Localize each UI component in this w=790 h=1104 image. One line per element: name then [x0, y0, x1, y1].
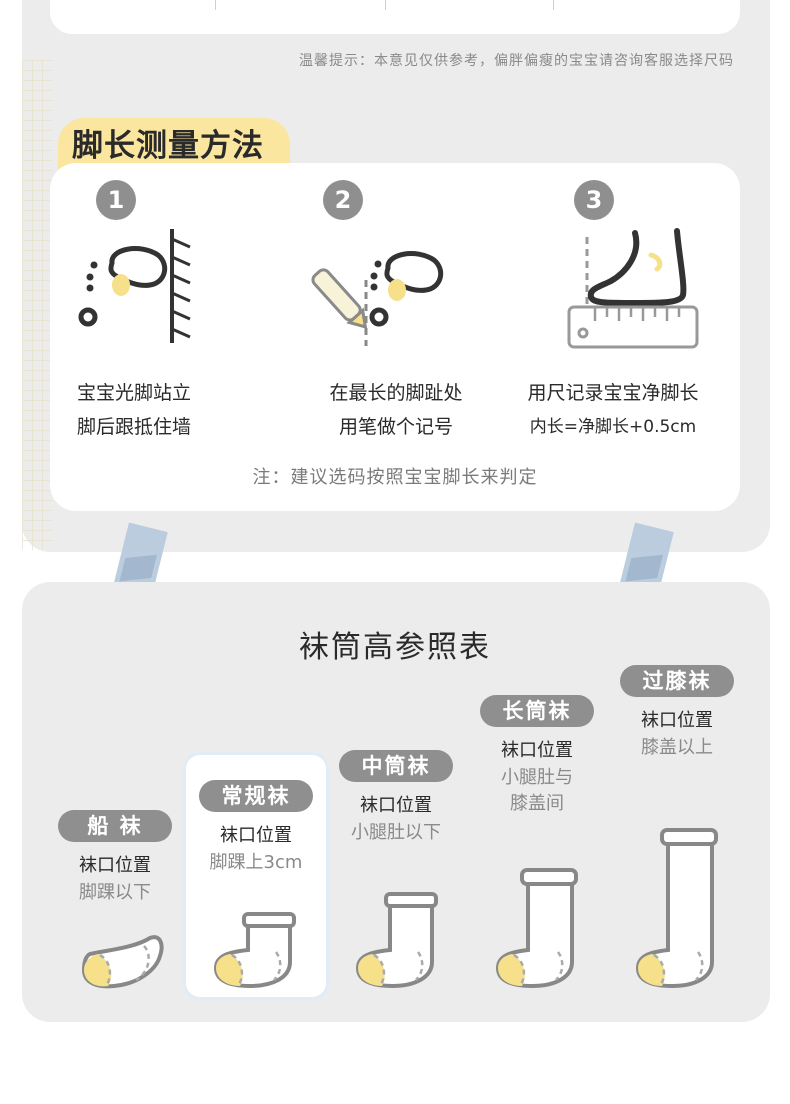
sock-cuff-desc: 膝盖以上 [641, 737, 713, 758]
size-table-card-bottom [50, 0, 740, 34]
sock-cuff-label: 袜口位置 [79, 855, 151, 876]
knee-high-sock-icon [495, 868, 578, 989]
section-title: 脚长测量方法 [72, 128, 264, 164]
sock-cuff-desc: 脚踝上3cm [209, 852, 303, 873]
sock-name-badge: 中筒袜 [339, 750, 453, 782]
step-3-line2: 内长=净脚长+0.5cm [529, 417, 697, 437]
step-3-text: 用尺记录宝宝净脚长 内长=净脚长+0.5cm [508, 376, 718, 444]
sock-type-boat: 船 袜 袜口位置 脚踝以下 [45, 810, 185, 906]
over-knee-sock-icon [635, 828, 718, 989]
ruler-measure-icon [567, 228, 699, 349]
step-number-2: 2 [323, 180, 363, 220]
size-tip-text: 温馨提示：本意见仅供参考，偏胖偏瘦的宝宝请咨询客服选择尺码 [299, 53, 734, 69]
sock-name-badge: 船 袜 [58, 810, 172, 842]
measure-note: 注：建议选码按照宝宝脚长来判定 [252, 467, 538, 488]
sock-cuff-label: 袜口位置 [501, 740, 573, 761]
step-2-line1: 在最长的脚趾处 [329, 382, 463, 404]
grid-decoration [22, 60, 52, 550]
step-2-text: 在最长的脚趾处 用笔做个记号 [276, 376, 516, 444]
sock-chart-title: 袜筒高参照表 [299, 630, 491, 665]
sock-name-badge: 长筒袜 [480, 695, 594, 727]
sock-name-badge: 过膝袜 [620, 665, 734, 697]
boat-sock-icon [81, 935, 164, 989]
step-3-line1: 用尺记录宝宝净脚长 [527, 382, 699, 404]
table-divider [553, 0, 554, 10]
sock-type-over-knee: 过膝袜 袜口位置 膝盖以上 [607, 665, 747, 761]
step-1-line2: 脚后跟抵住墙 [76, 416, 191, 438]
table-divider [385, 0, 386, 10]
sock-type-knee-high: 长筒袜 袜口位置 小腿肚与 膝盖间 [467, 695, 607, 817]
sock-name-badge: 常规袜 [199, 780, 313, 812]
regular-sock-icon [213, 912, 296, 989]
step-2-line2: 用笔做个记号 [338, 416, 453, 438]
step-number-1: 1 [96, 180, 136, 220]
mid-calf-sock-icon [355, 892, 438, 989]
sock-type-mid-calf: 中筒袜 袜口位置 小腿肚以下 [326, 750, 466, 846]
table-divider [215, 0, 216, 10]
step-number-3: 3 [574, 180, 614, 220]
foot-against-wall-icon [78, 229, 191, 343]
sock-cuff-desc: 脚踝以下 [79, 882, 151, 903]
sock-type-regular: 常规袜 袜口位置 脚踝上3cm [186, 780, 326, 876]
section-title-highlight [58, 118, 290, 170]
sock-cuff-label: 袜口位置 [220, 825, 292, 846]
sock-cuff-desc-2: 膝盖间 [510, 793, 564, 814]
sock-cuff-label: 袜口位置 [360, 795, 432, 816]
step-1-text: 宝宝光脚站立 脚后跟抵住墙 [14, 376, 254, 444]
sock-cuff-desc: 小腿肚与 [501, 767, 573, 788]
step-1-line1: 宝宝光脚站立 [76, 382, 191, 404]
sock-cuff-desc: 小腿肚以下 [351, 822, 441, 843]
pen-mark-toe-icon [311, 251, 444, 346]
sock-cuff-label: 袜口位置 [641, 710, 713, 731]
